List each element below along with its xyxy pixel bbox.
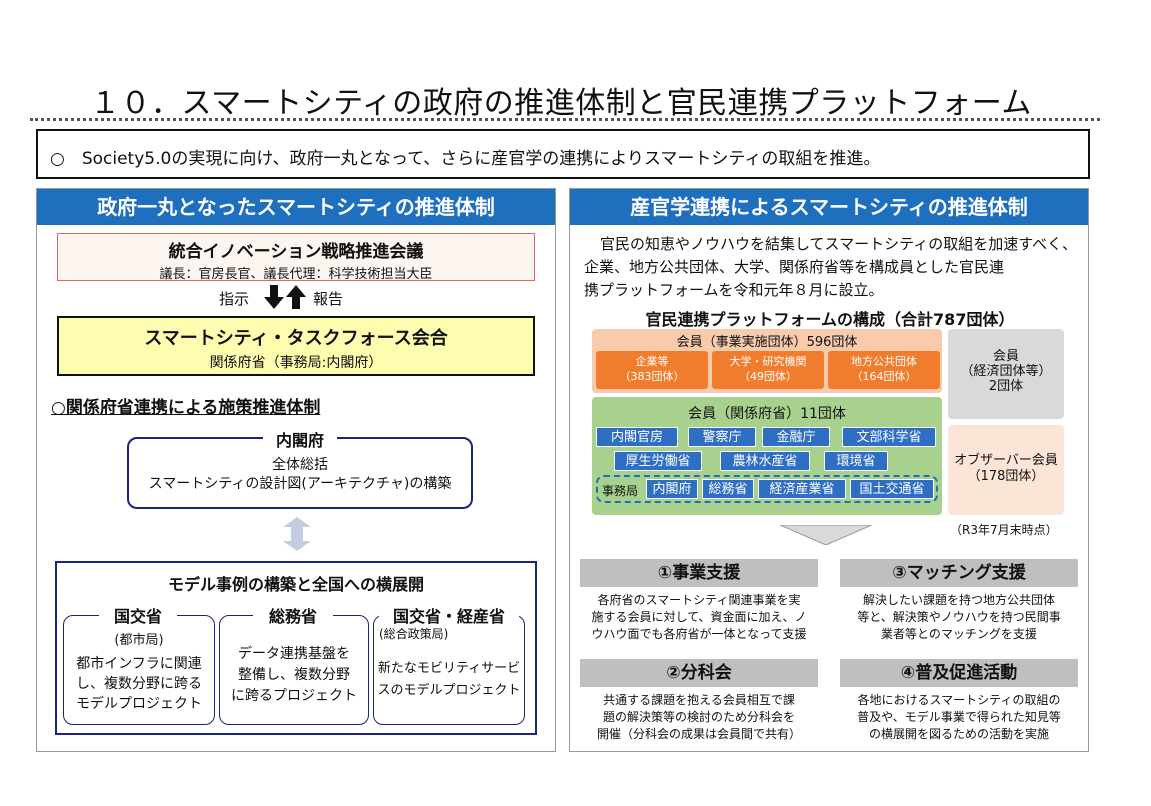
taskforce-box: スマートシティ・タスクフォース会合 関係府省（事務局:内閣府） <box>57 316 535 376</box>
model-col-line: し、複数分野に跨る <box>76 676 202 692</box>
left-panel-header: 政府一丸となったスマートシティの推進体制 <box>37 189 555 225</box>
as-of-date: （R3年7月末時点） <box>950 523 1058 537</box>
ministry-members-title: 会員（関係府省）11団体 <box>688 406 846 422</box>
member-chip: 大学・研究機関（49団体） <box>712 351 824 389</box>
model-projects-title: モデル事例の構築と全国への横展開 <box>167 575 424 594</box>
support-line: 施する会員に対して、資金面に加え、ノ <box>591 610 807 624</box>
down-arrow-icon <box>264 285 284 309</box>
summary-box: ○ Society5.0の実現に向け、政府一丸となって、さらに産官学の連携により… <box>36 129 1090 179</box>
council-title: 統合イノベーション戦略推進会議 <box>168 242 424 262</box>
model-col-name: 国交省・経産省 <box>379 603 519 627</box>
ministry-chip: 環境省 <box>824 451 888 471</box>
double-arrow-icon <box>283 517 311 551</box>
support-header: ①事業支援 <box>580 559 818 587</box>
ministries-heading: ○関係府省連携による施策推進体制 <box>51 398 321 418</box>
support-header: ④普及促進活動 <box>840 659 1078 687</box>
report-label: 報告 <box>313 290 344 308</box>
title-divider <box>30 118 1100 121</box>
left-panel: 政府一丸となったスマートシティの推進体制 統合イノベーション戦略推進会議 議長：… <box>36 188 556 752</box>
support-line: 開催（分科会の成果は会員間で共有） <box>596 727 801 741</box>
council-subtitle: 議長：官房長官、議長代理：科学技術担当大臣 <box>159 267 433 282</box>
support-line: 業者等とのマッチングを支援 <box>881 627 1037 641</box>
ministry-chip: 内閣府 <box>646 479 698 499</box>
page-title: １０．スマートシティの政府の推進体制と官民連携プラットフォーム <box>90 86 1032 121</box>
instruct-label: 指示 <box>219 290 250 308</box>
model-col-name: 国交省 <box>99 603 177 627</box>
intro-line: 企業、地方公共団体、大学、関係府省等を構成員とした官民連 <box>584 258 1005 276</box>
ministry-chip: 総務省 <box>702 479 754 499</box>
ministry-chip: 農林水産省 <box>720 451 810 471</box>
support-header: ③マッチング支援 <box>840 559 1078 587</box>
cabinet-office-title: 内閣府 <box>263 427 337 451</box>
model-col-line: スのモデルプロジェクト <box>377 683 521 698</box>
support-line: 各府省のスマートシティ関連事業を実 <box>597 593 801 607</box>
implementing-members-title: 会員（事業実施団体）596団体 <box>676 335 858 350</box>
support-header: ②分科会 <box>580 659 818 687</box>
support-line: 共通する課題を抱える会員相互で課 <box>603 693 795 707</box>
support-line: の横展開を図るための活動を実施 <box>868 727 1049 741</box>
model-col-line: モデルプロジェクト <box>76 696 202 712</box>
up-arrow-icon <box>286 285 306 309</box>
support-line: 解決したい課題を持つ地方公共団体 <box>862 593 1055 607</box>
model-col-line: 整備し、複数分野 <box>238 667 350 683</box>
member-chip: 企業等（383団体） <box>596 351 708 389</box>
composition-title: 官民連携プラットフォームの構成（合計787団体） <box>645 310 1015 329</box>
support-line: ウハウ面でも各府省が一体となって支援 <box>591 627 807 641</box>
cabinet-office-line2: スマートシティの設計図(アーキテクチャ)の構築 <box>148 476 452 492</box>
ministry-chip: 厚生労働省 <box>614 451 702 471</box>
ministry-chip: 文部科学省 <box>842 427 936 447</box>
intro-line: 官民の知恵やノウハウを結集してスマートシティの取組を加速すべく、 <box>600 235 1078 253</box>
ministry-chip: 経済産業省 <box>758 479 846 499</box>
down-arrow-icon <box>780 525 872 545</box>
economic-members-box: 会員 （経済団体等） 2団体 <box>948 329 1064 419</box>
model-col-line: 都市インフラに関連 <box>76 656 202 672</box>
council-box: 統合イノベーション戦略推進会議 議長：官房長官、議長代理：科学技術担当大臣 <box>57 233 535 282</box>
model-col-sub: (都市局) <box>114 633 164 648</box>
cabinet-office-line1: 全体総括 <box>272 457 328 473</box>
intro-line: 携プラットフォームを令和元年８月に設立。 <box>584 281 884 299</box>
support-line: 普及や、モデル事業で得られた知見等 <box>857 710 1061 724</box>
model-col-line: 新たなモビリティサービ <box>377 661 521 676</box>
secretariat-group <box>596 475 938 503</box>
support-line: 題の解決策等の検討のため分科会を <box>602 710 795 724</box>
model-col-sub: (総合政策局) <box>379 627 449 641</box>
support-line: 等と、解決策やノウハウを持つ民間事 <box>857 610 1061 624</box>
secretariat-label: 事務局 <box>602 484 639 498</box>
taskforce-title: スマートシティ・タスクフォース会合 <box>144 328 448 349</box>
ministry-chip: 金融庁 <box>762 427 830 447</box>
ministry-chip: 国土交通省 <box>850 479 934 499</box>
member-chip: 地方公共団体（164団体） <box>828 351 940 389</box>
model-col-line: に跨るプロジェクト <box>231 688 357 704</box>
taskforce-subtitle: 関係府省（事務局:内閣府） <box>209 355 383 371</box>
model-col-name: 総務省 <box>253 603 333 627</box>
observer-members-box: オブザーバー会員 （178団体） <box>948 425 1064 515</box>
right-panel: 産官学連携によるスマートシティの推進体制 官民の知恵やノウハウを結集してスマート… <box>569 188 1089 752</box>
model-projects-box <box>55 561 537 735</box>
model-col-line: データ連携基盤を <box>238 646 350 662</box>
support-line: 各地におけるスマートシティの取組の <box>857 693 1061 707</box>
ministry-chip: 警察庁 <box>688 427 756 447</box>
ministry-chip: 内閣官房 <box>596 427 678 447</box>
right-panel-header: 産官学連携によるスマートシティの推進体制 <box>570 189 1088 225</box>
